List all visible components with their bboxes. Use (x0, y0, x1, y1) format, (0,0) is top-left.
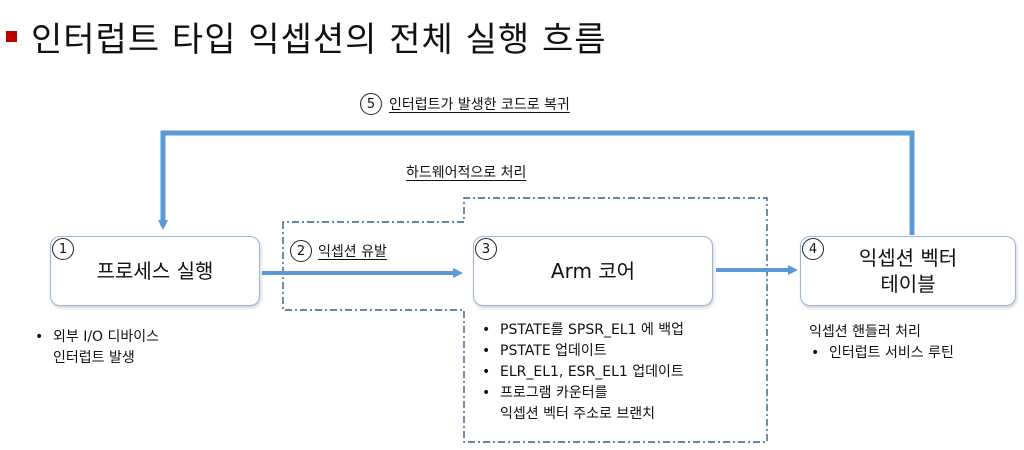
core-note-item: 프로그램 카운터를 익셉션 벡터 주소로 브랜치 (480, 383, 684, 425)
title-bullet (6, 30, 17, 42)
process-note-line2: 인터럽트 발생 (53, 350, 135, 366)
core-notes: PSTATE를 SPSR_EL1 에 백업 PSTATE 업데이트 ELR_EL… (480, 320, 684, 425)
step4-number: 4 (802, 238, 824, 260)
core-note-item: PSTATE를 SPSR_EL1 에 백업 (480, 320, 684, 341)
vector-table-box-label: 익셉션 벡터 테이블 (858, 246, 958, 296)
arm-core-box: Arm 코어 (473, 236, 713, 306)
hardware-region-border (282, 197, 768, 443)
core-note-line: 익셉션 벡터 주소로 브랜치 (500, 406, 656, 422)
step2-number: 2 (290, 240, 312, 262)
process-notes: 외부 I/O 디바이스 인터럽트 발생 (33, 327, 159, 369)
arm-core-box-label: Arm 코어 (550, 259, 636, 283)
step2-label: 익셉션 유발 (318, 244, 387, 260)
core-note-item: PSTATE 업데이트 (480, 341, 684, 362)
process-note-line1: 외부 I/O 디바이스 (53, 329, 160, 345)
page-title: 인터럽트 타입 익셉션의 전체 실행 흐름 (31, 19, 607, 60)
vector-notes: 익셉션 핸들러 처리 인터럽트 서비스 루틴 (809, 322, 954, 364)
step3-number: 3 (475, 238, 497, 260)
core-note-line: 프로그램 카운터를 (500, 385, 608, 401)
vector-table-box: 익셉션 벡터 테이블 (800, 236, 1016, 306)
process-note-item: 외부 I/O 디바이스 인터럽트 발생 (33, 327, 159, 369)
process-box-label: 프로세스 실행 (96, 259, 214, 283)
return-arrow (158, 130, 915, 235)
vector-note-item: 인터럽트 서비스 루틴 (809, 343, 954, 364)
vector-note-heading: 익셉션 핸들러 처리 (809, 324, 921, 340)
step5-label: 인터럽트가 발생한 코드로 복귀 (389, 97, 570, 113)
title-row: 인터럽트 타입 익셉션의 전체 실행 흐름 (6, 8, 607, 64)
hardware-label: 하드웨어적으로 처리 (406, 165, 527, 181)
process-box: 프로세스 실행 (50, 236, 260, 306)
step5-number: 5 (360, 93, 382, 115)
core-note-item: ELR_EL1, ESR_EL1 업데이트 (480, 362, 684, 383)
step1-number: 1 (52, 238, 74, 260)
